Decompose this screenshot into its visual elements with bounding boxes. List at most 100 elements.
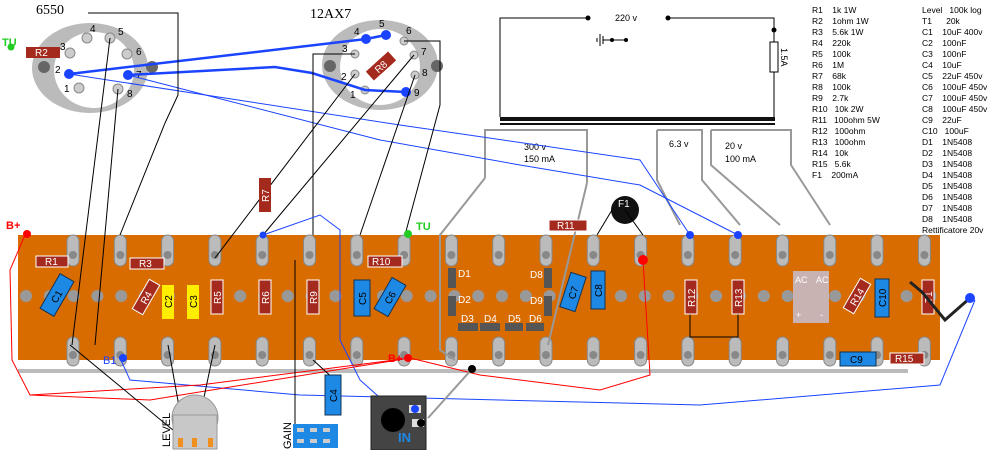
terminal-lug (161, 234, 175, 267)
level-potentiometer: LEVEL (161, 394, 219, 450)
wiring (9, 12, 976, 441)
tube-12ax7-label: 12AX7 (310, 7, 351, 22)
label: R15 (895, 354, 914, 365)
tu-label-output: TU (2, 37, 17, 49)
parts-list-entry: R3 5.6k 1W (812, 27, 864, 37)
terminal-lug (917, 234, 931, 267)
parts-list-entry: R8 100k (812, 82, 851, 92)
board-hole (900, 290, 913, 302)
resistor-r6: R6 (258, 279, 272, 315)
board-hole (281, 290, 294, 302)
parts-list-entry: D2 1N5408 (922, 148, 973, 158)
label: R10 (372, 257, 391, 268)
board-hole (115, 290, 128, 302)
label: D5 (508, 314, 521, 325)
label: 4 (354, 27, 360, 38)
terminal-hole (210, 251, 219, 259)
parts-list-entry: D1 1N5408 (922, 137, 973, 147)
resistor-r13: R13 (731, 279, 745, 315)
board-hole (496, 290, 508, 302)
label: D9 (530, 296, 543, 307)
aux-current: 100 mA (725, 154, 756, 164)
resistor-r3: R3 (129, 257, 165, 270)
capacitor-c7: C7 (559, 271, 587, 313)
level-label: LEVEL (161, 413, 173, 447)
parts-list-entry: C8 100uF 450v (922, 104, 988, 114)
input-label: IN (398, 430, 411, 445)
parts-list-entry: C10 100uF (922, 126, 969, 136)
label: 8 (127, 89, 133, 100)
capacitor-c3: C3 (187, 285, 200, 319)
resistor-r7: R7 (259, 178, 272, 212)
terminal-lug (586, 234, 600, 267)
tube-12ax7: 12AX7 123 456 789 (310, 7, 443, 110)
capacitor-c4: C4 (324, 374, 342, 416)
label: R7 (261, 189, 272, 202)
label: + (796, 310, 801, 320)
aux-voltage: 20 v (725, 141, 743, 151)
label: D8 (530, 270, 543, 281)
label: C9 (850, 355, 863, 366)
bridge-rectifier: AC AC + - (793, 271, 829, 323)
parts-list-entry: R2 1ohm 1W (812, 16, 869, 26)
parts-list-entry: R9 2.7k (812, 93, 849, 103)
label: C5 (358, 292, 369, 305)
label: C7 (567, 285, 582, 301)
primary-voltage: 220 v (615, 13, 638, 23)
terminal-hole (542, 351, 550, 359)
node-labels: TU TU B+ B+ B1 (2, 37, 742, 367)
label: R12 (687, 288, 698, 307)
terminal-lug (208, 234, 222, 267)
terminal-hole (69, 351, 77, 359)
b-plus-label-left: B+ (6, 220, 20, 232)
label: AC (795, 275, 808, 285)
hv-current: 150 mA (524, 154, 555, 164)
power-transformer: 1.5A 220 v 300 v 150 mA 6.3 v 20 v 100 m… (439, 13, 831, 361)
parts-list-entry: C4 10uF (922, 60, 962, 70)
board-hole (519, 290, 532, 302)
terminal-hole (116, 251, 125, 259)
capacitor-c8: C8 (590, 270, 606, 310)
parts-list-entry: Level 100k log (922, 5, 982, 15)
parts-list-entry: C2 100nF (922, 38, 967, 48)
terminal-lug (255, 234, 269, 267)
terminal-hole (731, 251, 740, 259)
parts-list-entry: D5 1N5408 (922, 181, 973, 191)
board-hole (67, 290, 80, 302)
label: 3 (60, 42, 66, 53)
terminal-hole (258, 251, 267, 259)
terminal-hole (825, 351, 834, 359)
board-hole (424, 290, 437, 302)
parts-list-entry: Rettificatore 20v (922, 225, 984, 235)
label: 8 (422, 68, 428, 79)
terminal-lug (66, 234, 80, 267)
terminal-hole (542, 251, 550, 259)
terminal-lug (303, 234, 316, 267)
board-hole (662, 290, 675, 302)
resistor-r12: R12 (684, 279, 698, 315)
capacitors: C1 C2 C3 C5 C6 C7 C8 C10 C9 C4 (39, 270, 890, 416)
capacitor-c1: C1 (39, 272, 75, 318)
terminal-hole (352, 251, 361, 259)
label: C3 (189, 295, 200, 308)
label: - (820, 310, 823, 320)
label: R1 (45, 257, 58, 268)
terminal-hole (494, 251, 503, 259)
label: C2 (164, 295, 175, 308)
terminal-hole (636, 351, 645, 359)
b1-label: B1 (103, 355, 116, 367)
terminal-hole (305, 251, 314, 259)
ground-icon (596, 34, 628, 46)
input-jack: IN (370, 395, 427, 450)
capacitor-c2: C2 (162, 285, 175, 319)
capacitor-c5: C5 (353, 279, 371, 317)
label: D3 (461, 314, 474, 325)
terminal-lug (350, 234, 364, 267)
board-hole (781, 290, 794, 302)
parts-list-entry: R7 68k (812, 71, 847, 81)
parts-list-entry: T1 20k (922, 16, 960, 26)
terminal-lug (539, 234, 553, 267)
parts-list-entry: C7 100uF 450v (922, 93, 988, 103)
